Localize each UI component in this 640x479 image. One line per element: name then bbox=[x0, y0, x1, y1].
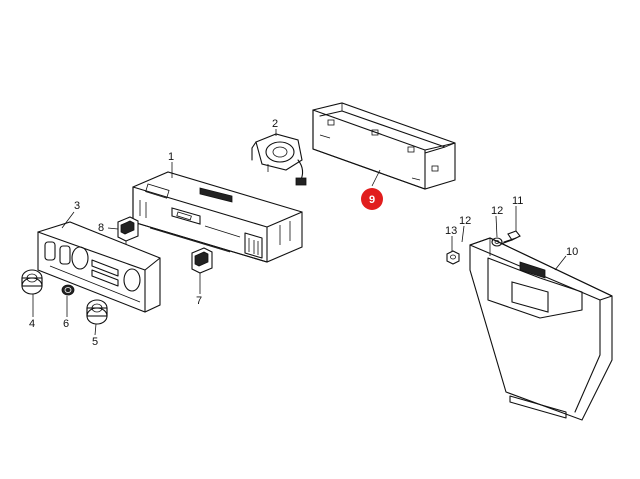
part-4-knob[interactable] bbox=[21, 269, 43, 295]
part-11-screw[interactable] bbox=[500, 230, 521, 245]
callout-10: 10 bbox=[566, 246, 578, 258]
callout-3: 3 bbox=[74, 200, 80, 212]
part-1-control-unit[interactable] bbox=[132, 171, 303, 263]
callout-6: 6 bbox=[63, 318, 69, 330]
part-12-washer[interactable] bbox=[491, 237, 503, 247]
part-3-front-panel[interactable] bbox=[37, 221, 161, 313]
part-7-switch[interactable] bbox=[191, 247, 213, 279]
callout-13: 13 bbox=[445, 225, 457, 237]
callout-7: 7 bbox=[196, 295, 202, 307]
callout-12b: 12 bbox=[459, 215, 471, 227]
part-6-knob[interactable] bbox=[61, 284, 75, 296]
part-10-bracket[interactable] bbox=[469, 237, 613, 421]
part-13-nut[interactable] bbox=[446, 250, 460, 265]
callout-12: 12 bbox=[491, 205, 503, 217]
callout-11: 11 bbox=[512, 195, 523, 207]
callout-1: 1 bbox=[168, 151, 174, 163]
highlight-badge-circle bbox=[361, 188, 383, 210]
leader-lines bbox=[32, 129, 567, 336]
callout-9: 9 bbox=[369, 194, 375, 206]
callout-8: 8 bbox=[98, 222, 104, 234]
callout-4: 4 bbox=[29, 318, 35, 330]
part-5-knob[interactable] bbox=[86, 299, 108, 325]
part-8-switch[interactable] bbox=[117, 216, 139, 246]
callout-2: 2 bbox=[272, 118, 278, 130]
part-9-tray[interactable] bbox=[312, 102, 456, 190]
callout-5: 5 bbox=[92, 336, 98, 348]
part-2-actuator[interactable] bbox=[251, 133, 307, 186]
highlight-badge-9[interactable]: 9 bbox=[361, 188, 383, 210]
